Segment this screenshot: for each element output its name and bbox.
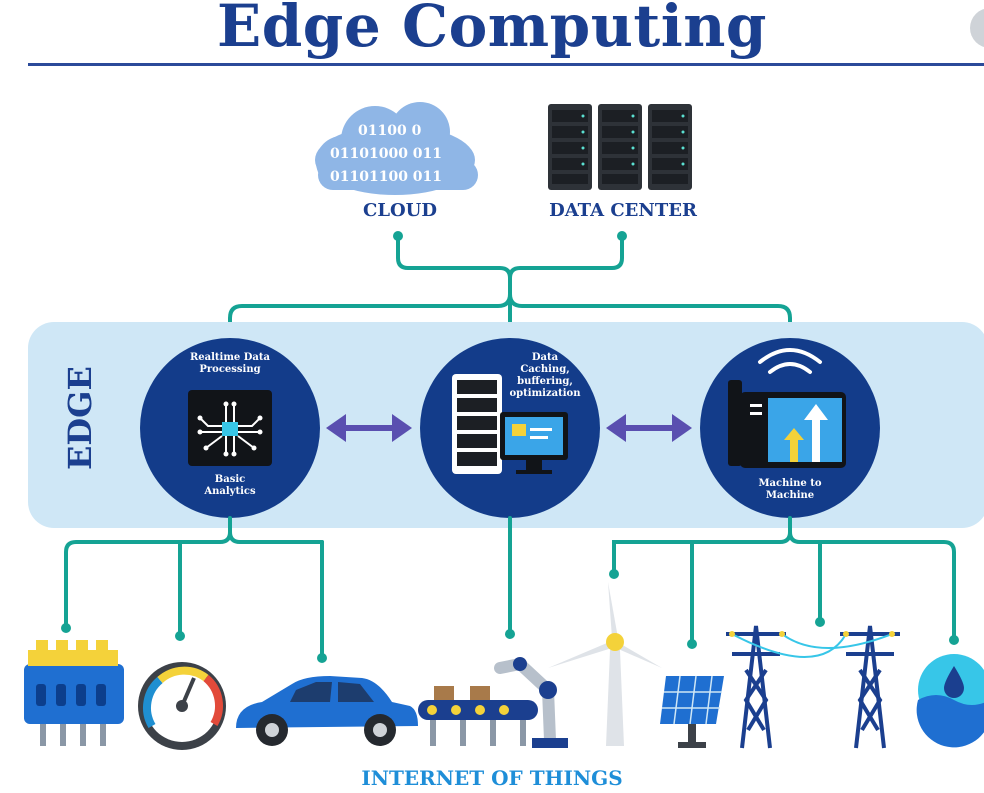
- double-arrow-icon: [326, 414, 412, 442]
- speedometer-icon: [138, 662, 226, 750]
- machine-tablet-icon: [728, 380, 846, 468]
- node-processing-bottom-text: Basic Analytics: [170, 474, 290, 498]
- water-drop-icon: [916, 654, 984, 748]
- wind-turbine-icon: [548, 582, 662, 746]
- node-text-line: Machine to: [758, 478, 822, 489]
- node-text-line: Machine: [765, 490, 815, 501]
- processor-chip-icon: [188, 390, 272, 466]
- node-processing-top-text: Realtime Data Processing: [170, 352, 290, 376]
- cloud-digits-1: 01100 0: [358, 123, 422, 139]
- node-text-line: Realtime Data: [189, 352, 271, 363]
- data-center-label: DATA CENTER: [549, 200, 697, 221]
- power-pylon-icon: [726, 625, 900, 749]
- cloud-label: CLOUD: [363, 200, 437, 221]
- node-caching-text: Data Caching, buffering, optimization: [490, 352, 600, 400]
- corner-decoration: [970, 8, 984, 48]
- cloud-icon: 01100 0 01101000 011 01101100 011: [315, 102, 478, 195]
- node-text-line: Caching,: [520, 364, 570, 375]
- node-text-line: buffering,: [517, 376, 573, 387]
- datacenter-connector-dot: [617, 231, 627, 241]
- double-arrow-icon: [606, 414, 692, 442]
- page-title: Edge Computing: [217, 0, 767, 60]
- insulator-dots: [729, 631, 895, 637]
- node-text-line: Analytics: [204, 486, 256, 497]
- wifi-icon: [758, 348, 822, 374]
- power-wire-icon: [731, 633, 893, 658]
- cloud-digits-3: 01101100 011: [330, 169, 442, 185]
- cloud-connector-dot: [393, 231, 403, 241]
- iot-label: INTERNET OF THINGS: [361, 766, 623, 790]
- title-divider: [28, 63, 984, 66]
- engine-icon: [24, 640, 124, 746]
- solar-panel-icon: [660, 675, 724, 748]
- data-center-icon: [548, 104, 692, 190]
- node-m2m-text: Machine to Machine: [735, 478, 845, 502]
- connector-dots: [61, 569, 959, 663]
- cloud-digits-2: 01101000 011: [330, 146, 442, 162]
- robot-arm-conveyor-icon: [418, 657, 568, 748]
- top-connectors: [228, 234, 792, 342]
- server-monitor-icon: [452, 374, 568, 474]
- car-icon: [236, 676, 418, 746]
- node-text-line: Processing: [199, 364, 261, 375]
- node-text-line: Basic: [214, 474, 246, 485]
- bottom-connectors: [64, 516, 956, 660]
- node-text-line: Data: [531, 352, 559, 363]
- node-text-line: optimization: [509, 388, 581, 399]
